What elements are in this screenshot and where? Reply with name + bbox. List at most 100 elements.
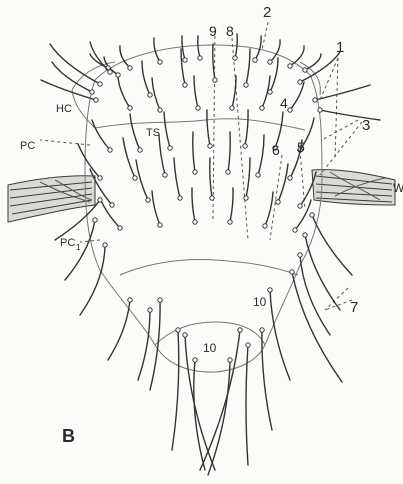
bristle-socket — [260, 106, 264, 110]
bristle-socket — [183, 58, 187, 62]
bristle — [142, 61, 150, 95]
bristle — [174, 158, 180, 198]
transverse-suture — [95, 119, 305, 130]
label-3: 3 — [362, 117, 370, 134]
bristle — [262, 330, 272, 430]
bristle-socket — [303, 233, 307, 237]
bristle-socket — [256, 173, 260, 177]
bristle — [230, 188, 233, 222]
bristle-socket — [98, 198, 102, 202]
bristle-socket — [138, 148, 142, 152]
bristle-group — [41, 34, 380, 475]
bristle-socket — [244, 196, 248, 200]
bristle-socket — [213, 78, 217, 82]
bristle-socket — [290, 270, 294, 274]
bristle-socket — [193, 220, 197, 224]
bristle — [258, 135, 264, 175]
bristle — [136, 160, 148, 200]
bristle — [228, 132, 230, 172]
bristle — [265, 192, 273, 226]
label-1: 1 — [336, 39, 344, 56]
label-10-upper: 10 — [253, 295, 267, 309]
label-5: 5 — [297, 139, 305, 155]
right-wing — [312, 170, 395, 205]
label-w: W — [393, 181, 403, 195]
bristle — [232, 76, 236, 108]
bristle — [210, 158, 212, 198]
bristle — [194, 76, 198, 108]
bristle-socket — [158, 298, 162, 302]
label-10-lower: 10 — [203, 341, 217, 355]
bristle-socket — [244, 83, 248, 87]
bristle — [80, 245, 105, 315]
bristle — [172, 330, 179, 450]
bristle-socket — [94, 98, 98, 102]
bristle — [295, 200, 311, 230]
bristle-socket — [118, 226, 122, 230]
bristle-socket — [210, 196, 214, 200]
bristle — [312, 215, 352, 275]
bristle — [198, 36, 200, 58]
bristle — [159, 135, 165, 175]
bristle — [152, 191, 160, 225]
bristle — [207, 110, 210, 146]
bristle-socket — [168, 146, 172, 150]
bristle-socket — [243, 144, 247, 148]
bristle-socket — [268, 288, 272, 292]
bristle — [290, 82, 304, 110]
bristle-socket — [318, 108, 322, 112]
bristle — [123, 138, 135, 178]
bristle-socket — [263, 224, 267, 228]
bristle-socket — [288, 64, 292, 68]
bristle-socket — [230, 106, 234, 110]
bristle-socket — [303, 68, 307, 72]
bristle-socket — [246, 343, 250, 347]
bristle — [164, 112, 170, 148]
bristle-socket — [128, 106, 132, 110]
bristle-socket — [93, 218, 97, 222]
bristle-socket — [183, 333, 187, 337]
bristle-socket — [238, 328, 242, 332]
bristle-socket — [196, 106, 200, 110]
label-4: 4 — [280, 95, 288, 111]
bristle — [120, 46, 130, 68]
bristle — [305, 54, 321, 70]
bristle — [208, 360, 230, 475]
bristle-socket — [298, 253, 302, 257]
bristle — [255, 36, 261, 60]
bristle — [182, 36, 185, 60]
bristle-socket — [133, 176, 137, 180]
bristle-socket — [276, 200, 280, 204]
label-2: 2 — [263, 4, 271, 21]
bristle — [138, 310, 150, 380]
bristle-socket — [226, 170, 230, 174]
label-pc1-subscript: 1 — [76, 243, 81, 252]
bristle-socket — [293, 228, 297, 232]
bristle-socket — [193, 170, 197, 174]
bristle — [192, 188, 195, 222]
bristle-socket — [253, 58, 257, 62]
label-pc: PC — [20, 140, 35, 152]
bristle-socket — [116, 73, 120, 77]
bristle-socket — [233, 56, 237, 60]
label-ts: TS — [146, 127, 160, 139]
left-wing — [8, 176, 95, 222]
bristle-socket — [148, 93, 152, 97]
bristle-socket — [288, 108, 292, 112]
bristle — [78, 144, 100, 178]
label-hc: HC — [56, 103, 72, 115]
bristle-socket — [183, 83, 187, 87]
bristle-socket — [176, 328, 180, 332]
label-8: 8 — [226, 23, 234, 39]
bristle — [292, 272, 342, 382]
bristle-socket — [228, 220, 232, 224]
bristle-socket — [103, 243, 107, 247]
bristle — [108, 300, 130, 360]
label-6: 6 — [272, 142, 280, 158]
bristle-socket — [148, 308, 152, 312]
bristle-socket — [268, 60, 272, 64]
bristle — [193, 132, 195, 172]
bristle-socket — [158, 223, 162, 227]
